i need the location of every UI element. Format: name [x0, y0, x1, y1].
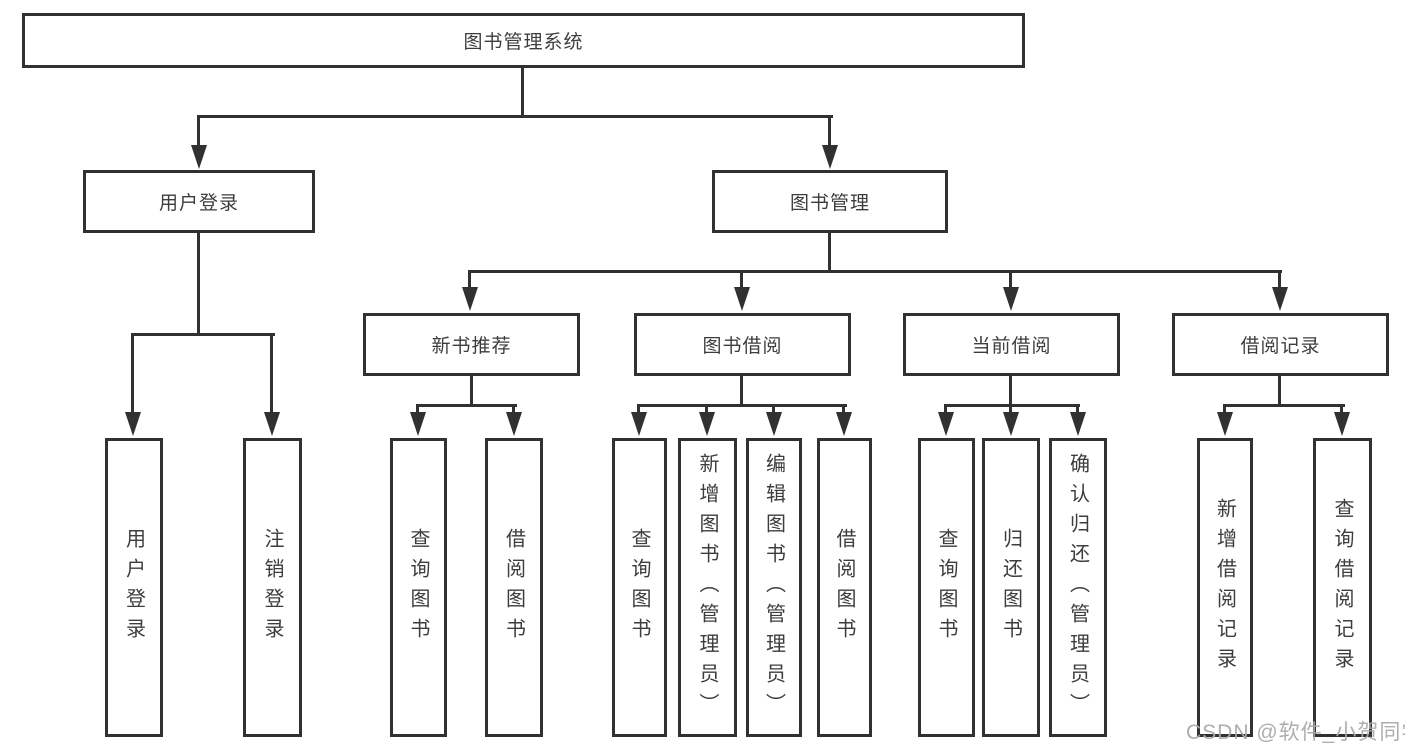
arrow-down-icon — [191, 145, 207, 169]
leaf-label: 用户登录 — [122, 527, 145, 648]
connector-drop — [705, 406, 708, 414]
node-label: 借阅记录 — [1240, 336, 1321, 357]
leaf-bb-edit-books-admin: 编辑图书（管理员） — [746, 438, 802, 737]
connector-book-mgmt-stem — [828, 233, 831, 272]
arrow-down-icon — [1334, 412, 1350, 436]
node-current-borrow: 当前借阅 — [903, 313, 1120, 376]
arrow-down-icon — [836, 412, 852, 436]
arrow-down-icon — [125, 412, 141, 436]
node-label: 用户登录 — [158, 193, 239, 214]
node-label: 当前借阅 — [971, 336, 1052, 357]
arrow-down-icon — [938, 412, 954, 436]
node-user-login: 用户登录 — [83, 170, 315, 233]
leaf-label: 编辑图书（管理员） — [762, 452, 785, 723]
node-label: 图书管理系统 — [463, 32, 584, 53]
arrow-down-icon — [766, 412, 782, 436]
arrow-down-icon — [462, 287, 478, 311]
arrow-down-icon — [1272, 287, 1288, 311]
arrow-down-icon — [1003, 412, 1019, 436]
arrow-down-icon — [631, 412, 647, 436]
arrow-down-icon — [822, 145, 838, 169]
connector-drop-new-book-rec — [468, 272, 471, 288]
connector-drop — [1223, 406, 1226, 414]
leaf-label: 查询图书 — [407, 527, 429, 648]
leaf-label: 借阅图书 — [502, 527, 525, 648]
connector-drop-leaf-user-login — [131, 335, 134, 413]
arrow-down-icon — [734, 287, 750, 311]
node-book-borrow: 图书借阅 — [634, 313, 851, 376]
connector-drop-book-mgmt — [828, 117, 831, 146]
connector-drop — [1009, 406, 1012, 414]
connector-user-login-branch — [131, 333, 275, 336]
connector-drop — [842, 406, 845, 414]
leaf-bb-query-books: 查询图书 — [612, 438, 667, 737]
connector-drop-book-borrow — [740, 272, 743, 288]
node-root-system: 图书管理系统 — [22, 13, 1025, 68]
leaf-label: 查询借阅记录 — [1331, 497, 1353, 678]
leaf-rec-query-books: 查询图书 — [390, 438, 447, 737]
csdn-watermark: CSDN @软件_小贺同学 — [1186, 721, 1405, 744]
node-new-book-recommend: 新书推荐 — [363, 313, 580, 376]
leaf-logout: 注销登录 — [243, 438, 302, 737]
node-borrow-record: 借阅记录 — [1172, 313, 1389, 376]
connector-drop — [416, 406, 419, 414]
connector-current-borrow-branch — [944, 404, 1080, 407]
connector-drop-borrow-record — [1278, 272, 1281, 288]
connector-new-book-rec-stem — [470, 376, 473, 406]
connector-drop — [772, 406, 775, 414]
leaf-label: 新增图书（管理员） — [696, 452, 718, 723]
leaf-bb-add-books-admin: 新增图书（管理员） — [678, 438, 737, 737]
leaf-cb-confirm-return-admin: 确认归还（管理员） — [1049, 438, 1107, 737]
leaf-rec-borrow-books: 借阅图书 — [485, 438, 543, 737]
connector-drop-current-borrow — [1009, 272, 1012, 288]
arrow-down-icon — [1217, 412, 1233, 436]
node-label: 图书管理 — [789, 193, 870, 214]
connector-book-borrow-branch — [637, 404, 847, 407]
arrow-down-icon — [264, 412, 280, 436]
leaf-label: 确认归还（管理员） — [1066, 452, 1089, 723]
leaf-label: 新增借阅记录 — [1213, 497, 1236, 678]
leaf-br-query-record: 查询借阅记录 — [1313, 438, 1372, 737]
connector-drop — [1076, 406, 1079, 414]
arrow-down-icon — [699, 412, 715, 436]
leaf-br-add-record: 新增借阅记录 — [1197, 438, 1253, 737]
connector-drop-user-login — [197, 117, 200, 146]
node-book-management: 图书管理 — [712, 170, 948, 233]
node-label: 新书推荐 — [431, 336, 512, 357]
connector-borrow-record-branch — [1223, 404, 1345, 407]
connector-drop — [944, 406, 947, 414]
arrow-down-icon — [1003, 287, 1019, 311]
connector-level2-branch — [468, 270, 1282, 273]
leaf-label: 借阅图书 — [833, 527, 855, 648]
arrow-down-icon — [506, 412, 522, 436]
leaf-label: 查询图书 — [628, 527, 650, 648]
connector-drop — [1340, 406, 1343, 414]
connector-drop — [637, 406, 640, 414]
connector-new-book-rec-branch — [416, 404, 517, 407]
connector-level1-branch — [197, 115, 833, 118]
leaf-label: 归还图书 — [999, 527, 1022, 648]
connector-user-login-stem — [197, 233, 200, 336]
leaf-label: 查询图书 — [935, 527, 957, 648]
arrow-down-icon — [410, 412, 426, 436]
leaf-bb-borrow-books: 借阅图书 — [817, 438, 872, 737]
leaf-cb-query-books: 查询图书 — [918, 438, 975, 737]
arrow-down-icon — [1070, 412, 1086, 436]
leaf-cb-return-books: 归还图书 — [982, 438, 1040, 737]
node-label: 图书借阅 — [702, 336, 783, 357]
connector-drop — [512, 406, 515, 414]
connector-root-stem — [521, 68, 524, 117]
leaf-user-login: 用户登录 — [105, 438, 163, 737]
connector-drop-leaf-logout — [270, 335, 273, 413]
connector-book-borrow-stem — [740, 376, 743, 406]
connector-current-borrow-stem — [1009, 376, 1012, 406]
leaf-label: 注销登录 — [261, 527, 283, 648]
connector-borrow-record-stem — [1278, 376, 1281, 406]
